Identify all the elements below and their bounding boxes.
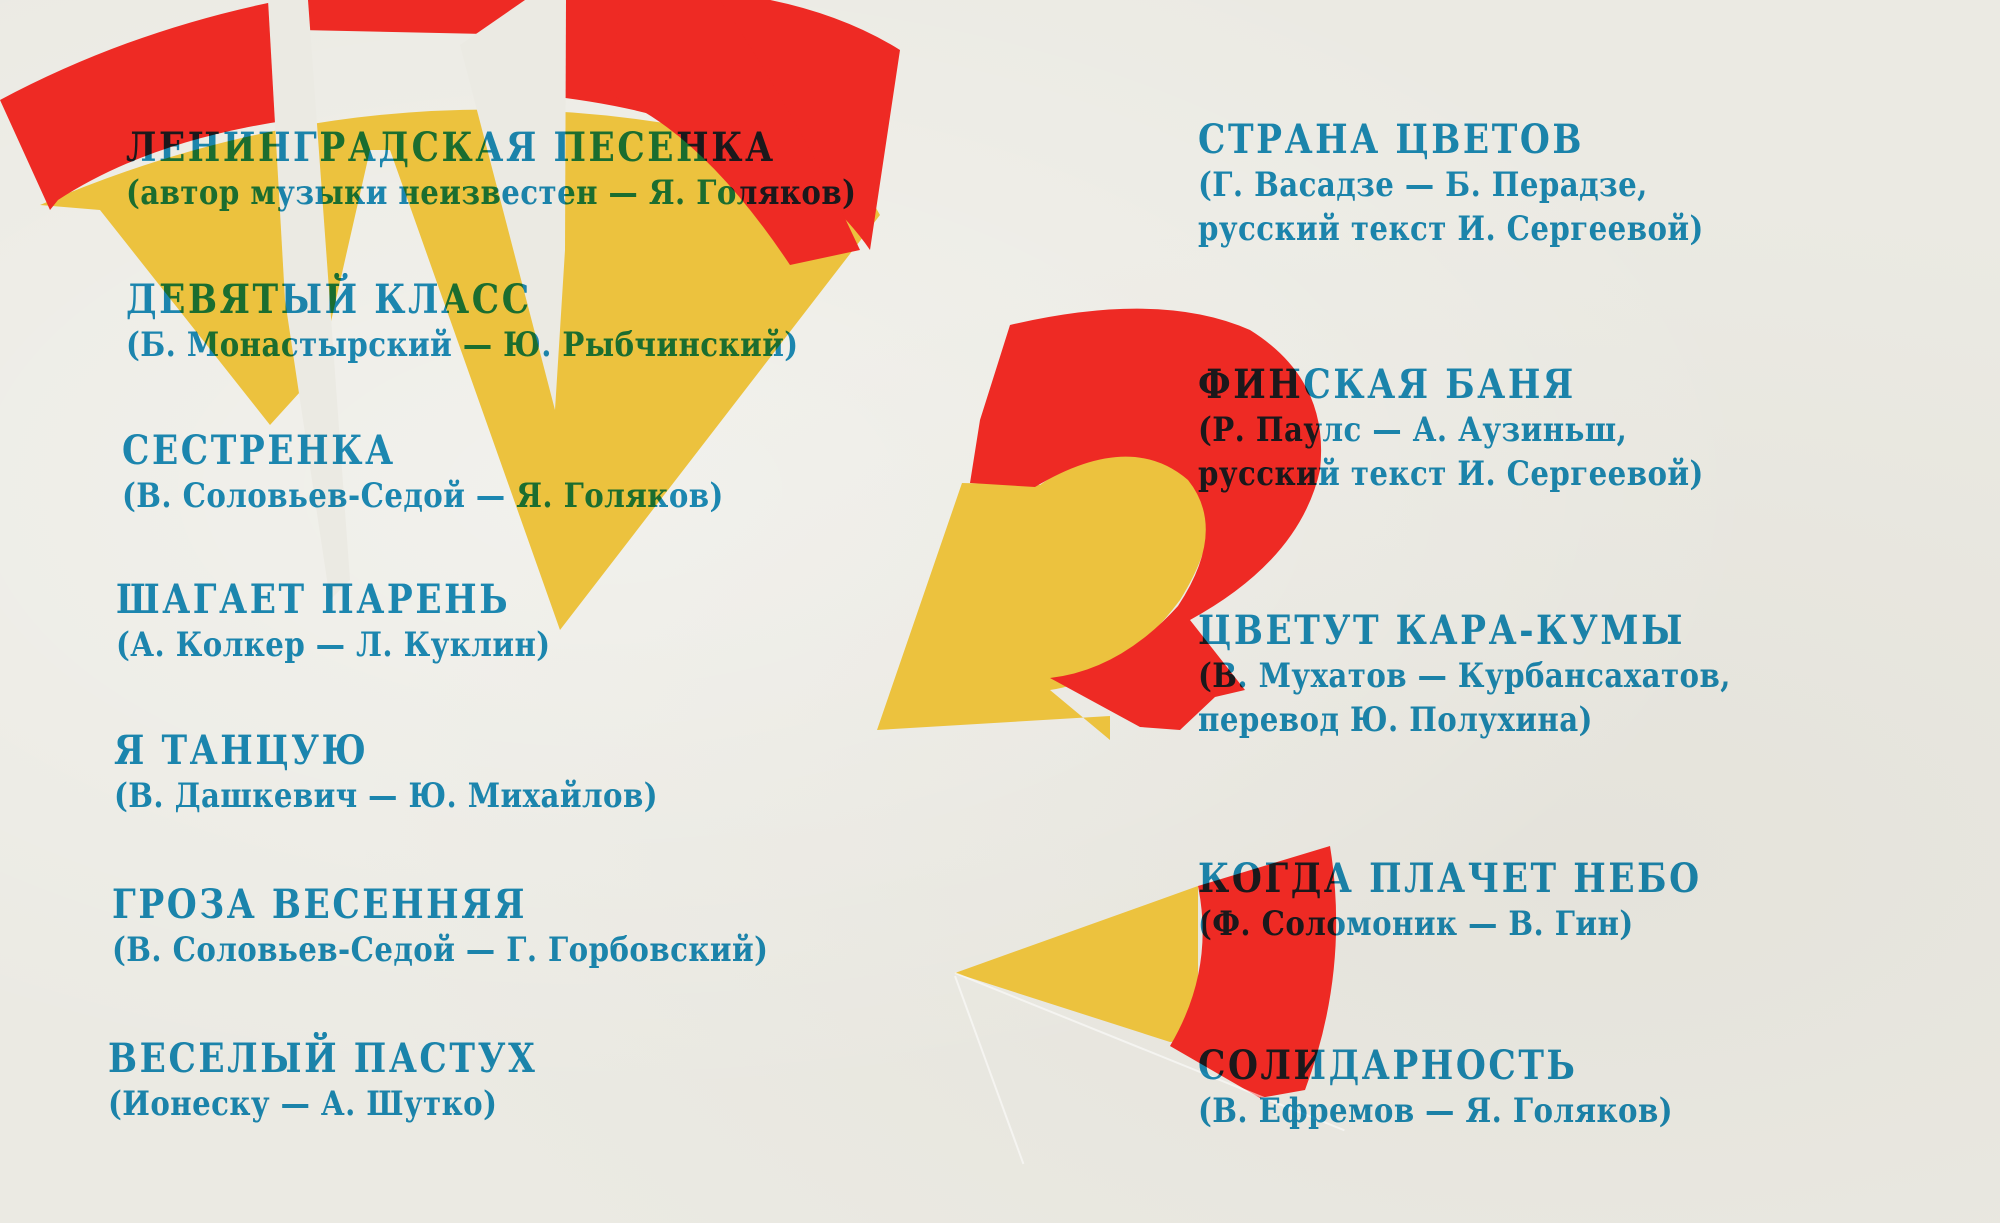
track-credits: (автор музыки неизвестен — Я. Голяков) bbox=[126, 173, 857, 213]
track-item: КОГДА ПЛАЧЕТ НЕБО (Ф. Соломоник — В. Гин… bbox=[1198, 856, 1784, 946]
track-credits: (В. Мухатов — Курбансахатов, bbox=[1198, 656, 1731, 696]
track-item: Я ТАНЦУЮ (В. Дашкевич — Ю. Михайлов) bbox=[114, 728, 747, 818]
track-credits: (В. Ефремов — Я. Голяков) bbox=[1198, 1091, 1674, 1131]
track-credits: (В. Дашкевич — Ю. Михайлов) bbox=[114, 776, 659, 816]
pennant-red-band bbox=[1170, 846, 1337, 1098]
track-item: СЕСТРЕНКА (В. Соловьев-Седой — Я. Голяко… bbox=[122, 428, 822, 518]
track-item: ДЕВЯТЫЙ КЛАСС (Б. Монастырский — Ю. Рыбч… bbox=[126, 277, 908, 367]
track-item: ВЕСЕЛЫЙ ПАСТУХ (Ионеску — А. Шутко) bbox=[108, 1036, 607, 1126]
track-credits: перевод Ю. Полухина) bbox=[1198, 700, 1593, 740]
track-item: ЦВЕТУТ КАРА-КУМЫ (В. Мухатов — Курбансах… bbox=[1198, 608, 1818, 742]
track-credits: (Р. Паулс — А. Аузиньш, bbox=[1198, 410, 1628, 450]
m-logo-graphic bbox=[0, 0, 900, 630]
track-title: ЛЕНИНГРАДСКАЯ ПЕСЕНКА bbox=[126, 124, 776, 171]
track-title: СЕСТРЕНКА bbox=[122, 427, 396, 474]
track-item: ФИНСКАЯ БАНЯ (Р. Паулс — А. Аузиньш, рус… bbox=[1198, 362, 1786, 496]
track-credits: (Ионеску — А. Шутко) bbox=[108, 1084, 498, 1124]
track-title: ФИНСКАЯ БАНЯ bbox=[1198, 361, 1576, 408]
track-title: КОГДА ПЛАЧЕТ НЕБО bbox=[1198, 855, 1702, 902]
track-item: ГРОЗА ВЕСЕННЯЯ (В. Соловьев-Седой — Г. Г… bbox=[112, 882, 875, 972]
track-credits: (В. Соловьев-Седой — Г. Горбовский) bbox=[112, 930, 769, 970]
m-logo-yellow-fill bbox=[40, 109, 880, 630]
m-logo-red-right-leg bbox=[610, 0, 860, 265]
track-credits: русский текст И. Сергеевой) bbox=[1198, 209, 1704, 249]
m-logo-gap-left bbox=[268, 0, 350, 600]
track-item: ШАГАЕТ ПАРЕНЬ (А. Колкер — Л. Куклин) bbox=[116, 577, 621, 667]
track-title: ГРОЗА ВЕСЕННЯЯ bbox=[112, 881, 528, 928]
track-title: ДЕВЯТЫЙ КЛАСС bbox=[126, 276, 532, 323]
side-number-2-graphic bbox=[877, 308, 1322, 740]
pennant-yellow-triangle bbox=[955, 886, 1198, 1042]
number-2-red-hook bbox=[970, 308, 1322, 730]
track-credits: (А. Колкер — Л. Куклин) bbox=[116, 625, 551, 665]
track-credits: (Г. Васадзе — Б. Перадзе, bbox=[1198, 165, 1648, 205]
track-title: Я ТАНЦУЮ bbox=[114, 727, 369, 774]
m-logo-gap-center bbox=[460, 0, 566, 410]
track-title: ШАГАЕТ ПАРЕНЬ bbox=[116, 576, 511, 623]
track-title: СОЛИДАРНОСТЬ bbox=[1198, 1042, 1578, 1089]
track-credits: (Ф. Соломоник — В. Гин) bbox=[1198, 904, 1634, 944]
track-item: ЛЕНИНГРАДСКАЯ ПЕСЕНКА (автор музыки неиз… bbox=[126, 125, 975, 215]
track-item: СТРАНА ЦВЕТОВ (Г. Васадзе — Б. Перадзе, … bbox=[1198, 117, 1786, 251]
track-title: СТРАНА ЦВЕТОВ bbox=[1198, 116, 1585, 163]
track-credits: (Б. Монастырский — Ю. Рыбчинский) bbox=[126, 325, 799, 365]
track-title: ЦВЕТУТ КАРА-КУМЫ bbox=[1198, 607, 1686, 654]
track-credits: русский текст И. Сергеевой) bbox=[1198, 454, 1704, 494]
track-item: СОЛИДАРНОСТЬ (В. Ефремов — Я. Голяков) bbox=[1198, 1043, 1750, 1133]
track-credits: (В. Соловьев-Седой — Я. Голяков) bbox=[122, 476, 724, 516]
number-2-yellow-body bbox=[877, 448, 1210, 740]
track-title: ВЕСЕЛЫЙ ПАСТУХ bbox=[108, 1035, 538, 1082]
pennant-graphic bbox=[955, 846, 1337, 1098]
